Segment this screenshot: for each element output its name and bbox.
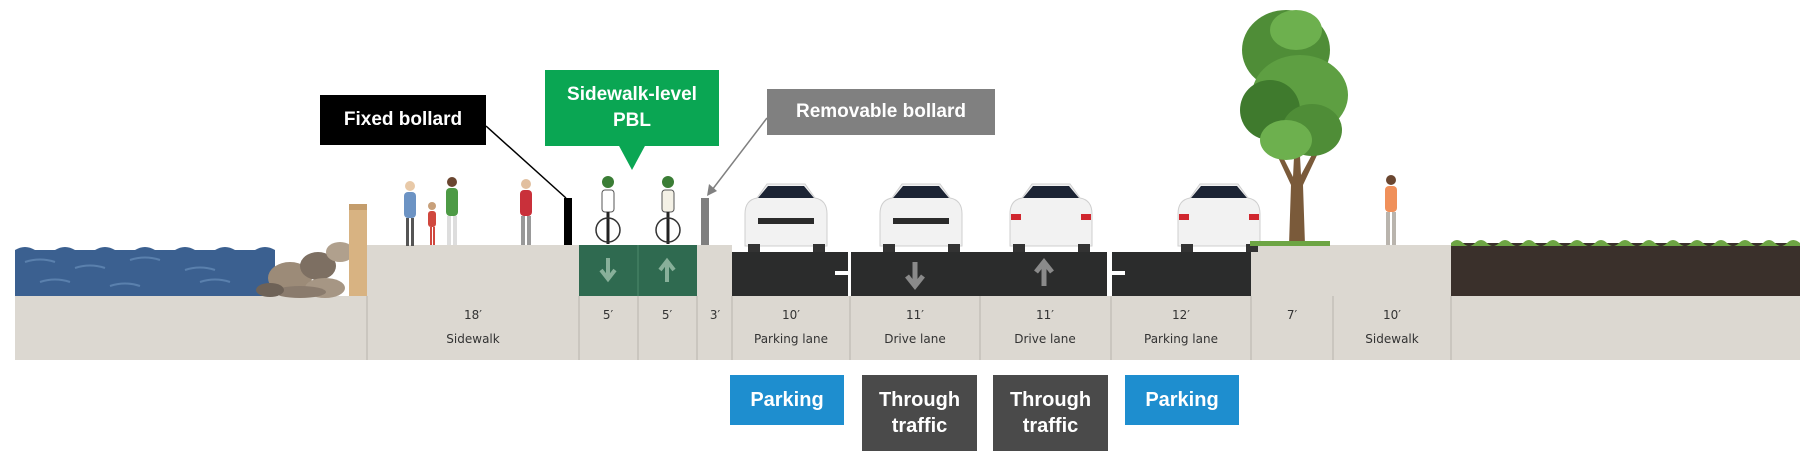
pbl-label-line2: PBL [613, 110, 651, 131]
segment-label: 18′Sidewalk [446, 308, 500, 346]
removable-bollard-leader [711, 117, 768, 191]
segment-label: 11′Drive lane [884, 308, 946, 346]
cars-group [744, 183, 1261, 252]
fixed-bollard-callout: Fixed bollard [320, 95, 486, 145]
segment-label: 12′Parking lane [1144, 308, 1218, 346]
water [15, 247, 275, 296]
fixed-bollard-label: Fixed bollard [343, 109, 463, 130]
drive-lane-down-arrow-icon [905, 262, 925, 291]
segment-label: 10′Parking lane [754, 308, 828, 346]
northbound-arrow-icon [658, 257, 676, 282]
segment-label: 7′ [1286, 308, 1298, 322]
left-sidewalk-surface [367, 245, 579, 296]
segment-label: 5′ [661, 308, 673, 322]
dimension-band [15, 296, 1800, 360]
right-sidewalk-surface [1251, 245, 1451, 296]
seawall-post [349, 207, 367, 296]
right-pedestrian [1385, 175, 1397, 245]
southbound-arrow-icon [599, 258, 617, 283]
legend-parking-right: Parking [1125, 375, 1239, 425]
pbl-callout-pointer [618, 144, 646, 170]
car-drive-lane-2 [1009, 183, 1093, 252]
bike-lane [579, 245, 697, 296]
segment-label: 11′Drive lane [1014, 308, 1076, 346]
removable-bollard-arrow-icon [707, 184, 717, 196]
removable-bollard [701, 198, 709, 245]
car-parking-left [744, 183, 828, 252]
fixed-bollard [564, 198, 572, 245]
planted-area [1451, 240, 1800, 296]
drive-lane-up-arrow-icon [1034, 257, 1054, 286]
removable-bollard-label: Removable bollard [796, 101, 966, 122]
rocks [256, 242, 354, 298]
buffer-strip [697, 245, 732, 296]
legend-parking-left: Parking [730, 375, 844, 425]
segment-label: 10′Sidewalk [1365, 308, 1419, 346]
car-drive-lane-1 [879, 183, 963, 252]
pedestrians-group [404, 177, 532, 246]
car-parking-right [1177, 183, 1261, 252]
fixed-bollard-leader [485, 125, 567, 199]
cyclists-group [595, 176, 681, 244]
segment-dividers [366, 296, 1452, 360]
street-tree [1240, 10, 1348, 246]
pbl-label-line1: Sidewalk-level [567, 84, 697, 105]
roadway [732, 252, 1251, 296]
pbl-callout: Sidewalk-level PBL [545, 70, 719, 146]
segment-label: 5′ [602, 308, 614, 322]
segment-label: 3′ [709, 308, 721, 322]
removable-bollard-callout: Removable bollard [767, 89, 995, 135]
